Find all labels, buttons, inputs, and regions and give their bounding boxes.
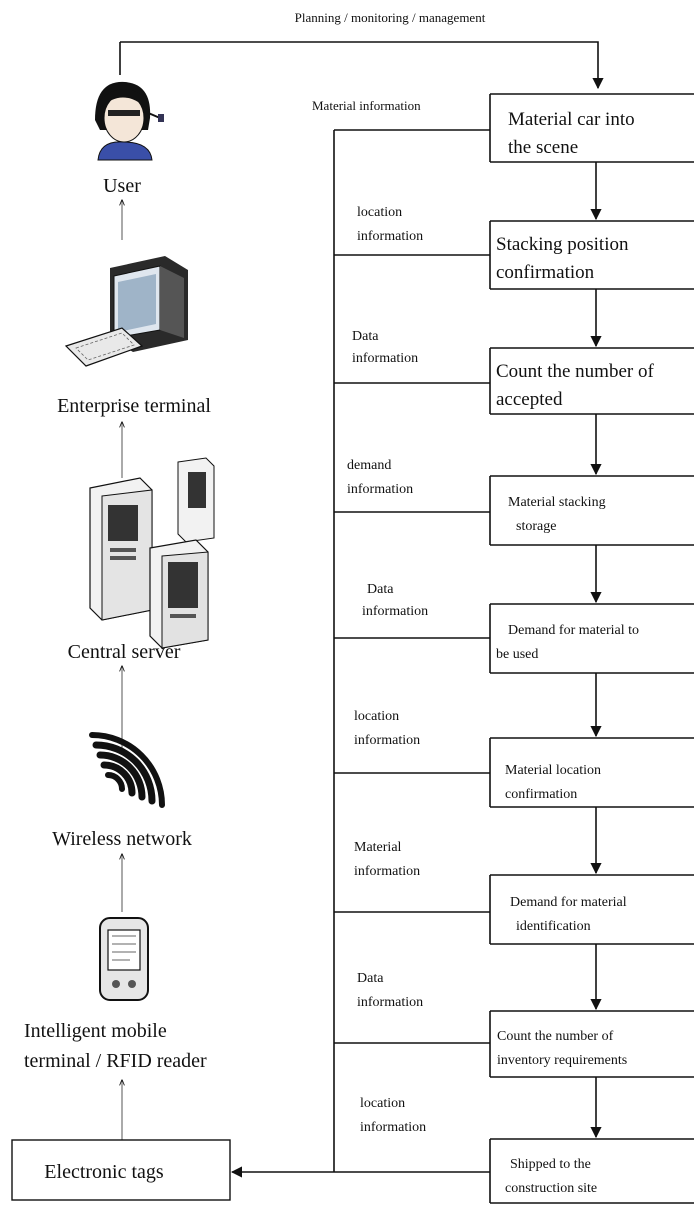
info-label-7-line1: Material <box>354 840 402 855</box>
info-label-1: Material information <box>312 98 421 113</box>
info-label-8-line2: information <box>357 995 423 1010</box>
step-3-line2: accepted <box>496 389 563 410</box>
step-6-line1: Material location <box>505 763 601 778</box>
step-1-line2: the scene <box>508 137 578 158</box>
info-label-5-line2: information <box>362 604 428 619</box>
electronic-tags-label: Electronic tags <box>44 1161 164 1183</box>
central-server-label: Central server <box>68 641 181 663</box>
info-label-4-line1: demand <box>347 458 391 473</box>
info-label-8-line1: Data <box>357 971 384 986</box>
info-label-3-line2: information <box>352 351 418 366</box>
electronic-tags-box <box>11 1139 231 1201</box>
step-3-line1: Count the number of <box>496 361 654 382</box>
step-3-box <box>489 347 694 415</box>
mobile-terminal-label-line1: Intelligent mobile <box>24 1020 167 1042</box>
enterprise-terminal-label: Enterprise terminal <box>57 395 211 417</box>
user-label: User <box>103 175 141 197</box>
info-label-5-line1: Data <box>367 582 394 597</box>
top-line-right-arrow <box>120 41 604 90</box>
info-label-2-line1: location <box>357 205 402 220</box>
step-5-line2: be used <box>496 647 538 662</box>
wireless-icon <box>89 732 165 808</box>
info-label-9-line2: information <box>360 1120 426 1135</box>
step-7-box <box>489 874 694 945</box>
step-2-line1: Stacking position <box>496 234 629 255</box>
info-label-9-line1: location <box>360 1096 405 1111</box>
mobile-terminal-label-line2: terminal / RFID reader <box>24 1050 207 1072</box>
step-7-line2: identification <box>516 919 591 934</box>
info-label-3-line1: Data <box>352 329 379 344</box>
step-7-line1: Demand for material <box>510 895 627 910</box>
step-1-box <box>489 93 694 163</box>
info-label-6-line2: information <box>354 733 420 748</box>
server-icon <box>89 457 215 649</box>
step-9-line1: Shipped to the <box>510 1157 591 1172</box>
step-4-box <box>489 475 694 546</box>
wireless-network-label: Wireless network <box>52 828 192 850</box>
computer-icon <box>64 256 188 367</box>
step-9-box <box>489 1138 694 1204</box>
step-2-line2: confirmation <box>496 262 595 283</box>
step-8-box <box>489 1010 694 1078</box>
step-6-box <box>489 737 694 808</box>
info-connectors <box>334 129 490 1044</box>
step-9-line2: construction site <box>505 1181 597 1196</box>
mobile-reader-icon <box>99 917 149 1001</box>
step-4-line1: Material stacking <box>508 495 606 510</box>
step-8-line2: inventory requirements <box>497 1053 627 1068</box>
top-label: Planning / monitoring / management <box>295 10 486 25</box>
info-label-4-line2: information <box>347 482 413 497</box>
info-label-7-line2: information <box>354 864 420 879</box>
user-icon <box>95 81 164 161</box>
step-5-line1: Demand for material to <box>508 623 639 638</box>
step-1-line1: Material car into <box>508 109 635 130</box>
step-8-line1: Count the number of <box>497 1029 614 1044</box>
step-5-box <box>489 603 694 674</box>
info-label-2-line2: information <box>357 229 423 244</box>
info-label-6-line1: location <box>354 709 399 724</box>
step-4-line2: storage <box>516 519 556 534</box>
step-2-box <box>489 220 694 290</box>
step-6-line2: confirmation <box>505 787 577 802</box>
